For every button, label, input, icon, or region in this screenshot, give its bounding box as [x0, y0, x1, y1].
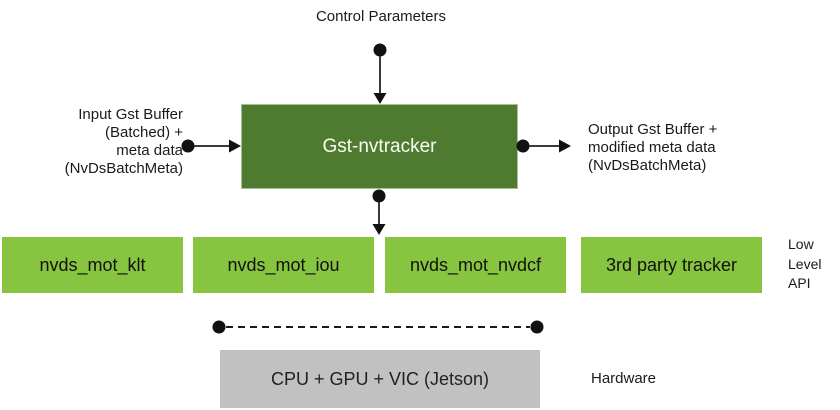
low-level-box-label: nvds_mot_nvdcf — [409, 254, 542, 275]
output-buffer-label: Output Gst Buffer + modified meta data (… — [588, 121, 778, 175]
low-level-arrow — [372, 189, 386, 235]
input-arrow — [181, 139, 241, 153]
low-level-box-label: nvds_mot_klt — [39, 254, 146, 275]
output-buffer-label-line: (NvDsBatchMeta) — [588, 157, 707, 174]
connector-dot — [181, 139, 195, 153]
low-level-api-label-line: Low — [788, 236, 814, 252]
arrowhead-down-icon — [372, 224, 386, 235]
hardware-dashed-line — [212, 320, 544, 334]
low-level-box-label: 3rd party tracker — [605, 254, 738, 275]
connector-dot — [530, 320, 544, 334]
input-buffer-label-line: meta data — [116, 142, 183, 159]
hardware-box-label: CPU + GPU + VIC (Jetson) — [270, 368, 490, 389]
control-parameters-label: Control Parameters — [315, 8, 447, 25]
low-level-box-nvds-mot-klt: nvds_mot_klt — [2, 237, 183, 293]
low-level-box-nvds-mot-iou: nvds_mot_iou — [193, 237, 374, 293]
connector-dot — [516, 139, 530, 153]
input-buffer-label-line: (NvDsBatchMeta) — [64, 160, 183, 177]
output-buffer-label-line: modified meta data — [588, 139, 716, 156]
low-level-box-nvds-mot-nvdcf: nvds_mot_nvdcf — [385, 237, 566, 293]
low-level-box-3rd-party-tracker: 3rd party tracker — [581, 237, 762, 293]
hardware-label: Hardware — [591, 370, 711, 388]
low-level-box-label: nvds_mot_iou — [227, 254, 340, 275]
low-level-api-label: Low Level API — [788, 235, 838, 294]
arrowhead-right-icon — [559, 139, 571, 153]
output-arrow — [516, 139, 571, 153]
low-level-api-label-line: API — [788, 275, 811, 291]
arrowhead-down-icon — [373, 93, 387, 104]
arrowhead-right-icon — [229, 139, 241, 153]
output-buffer-label-line: Output Gst Buffer + — [588, 121, 718, 138]
gst-nvtracker-block: Gst-nvtracker — [241, 104, 518, 189]
gst-nvtracker-block-label: Gst-nvtracker — [322, 135, 437, 157]
low-level-api-label-line: Level — [788, 255, 822, 272]
control-params-arrow — [373, 43, 387, 104]
connector-dot — [373, 43, 387, 57]
input-buffer-label-line: (Batched) + — [105, 124, 183, 141]
hardware-label-text: Hardware — [591, 370, 657, 387]
connector-dot — [372, 189, 386, 203]
input-buffer-label-line: Input Gst Buffer — [78, 106, 183, 123]
input-buffer-label: Input Gst Buffer (Batched) + meta data (… — [28, 106, 183, 178]
connector-dot — [212, 320, 226, 334]
hardware-box: CPU + GPU + VIC (Jetson) — [220, 350, 540, 408]
